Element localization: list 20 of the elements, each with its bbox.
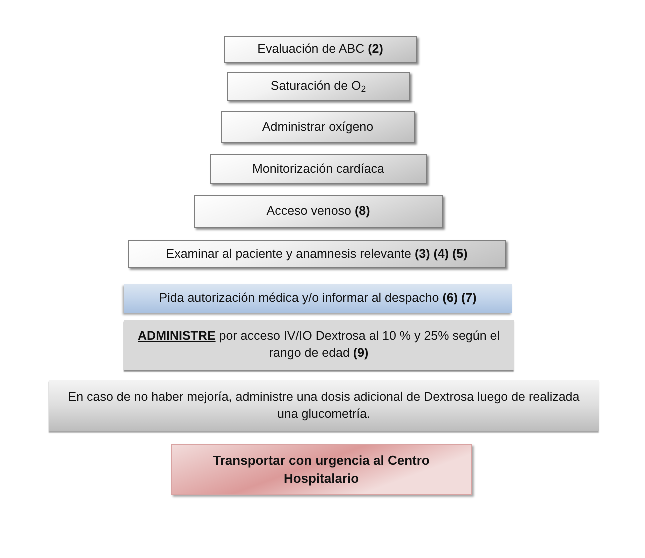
step-box (227, 72, 410, 101)
step-box (210, 154, 427, 184)
step-text: Monitorización cardíaca (252, 160, 384, 178)
step-box (221, 111, 415, 143)
step-box (171, 444, 472, 495)
step-text: Acceso venoso (8) (266, 203, 370, 220)
step-box (224, 36, 417, 63)
step-text: ADMINISTRE por acceso IV/IO Dextrosa al 10 % y 25% según el rango de edad (9) (137, 328, 501, 362)
step-text: Administrar oxígeno (262, 118, 374, 136)
step-box (49, 380, 599, 431)
step-box (194, 195, 443, 228)
step-box (124, 320, 514, 370)
step-text: Examinar al paciente y anamnesis relevante (3) (4) (5) (166, 246, 468, 262)
step-text: En caso de no haber mejoría, administre una dosis adicional de Dextrosa luego de realizada una glucometría. (67, 388, 581, 422)
step-text: Transportar con urgencia al Centro Hospitalario (212, 452, 431, 488)
step-text: Evaluación de ABC (2) (258, 41, 384, 58)
step-box (128, 240, 506, 268)
step-box (124, 284, 512, 313)
step-text: Pida autorización médica y/o informar al despacho (6) (7) (159, 290, 477, 307)
step-text: Saturación de O$_{2}$ (270, 78, 366, 95)
